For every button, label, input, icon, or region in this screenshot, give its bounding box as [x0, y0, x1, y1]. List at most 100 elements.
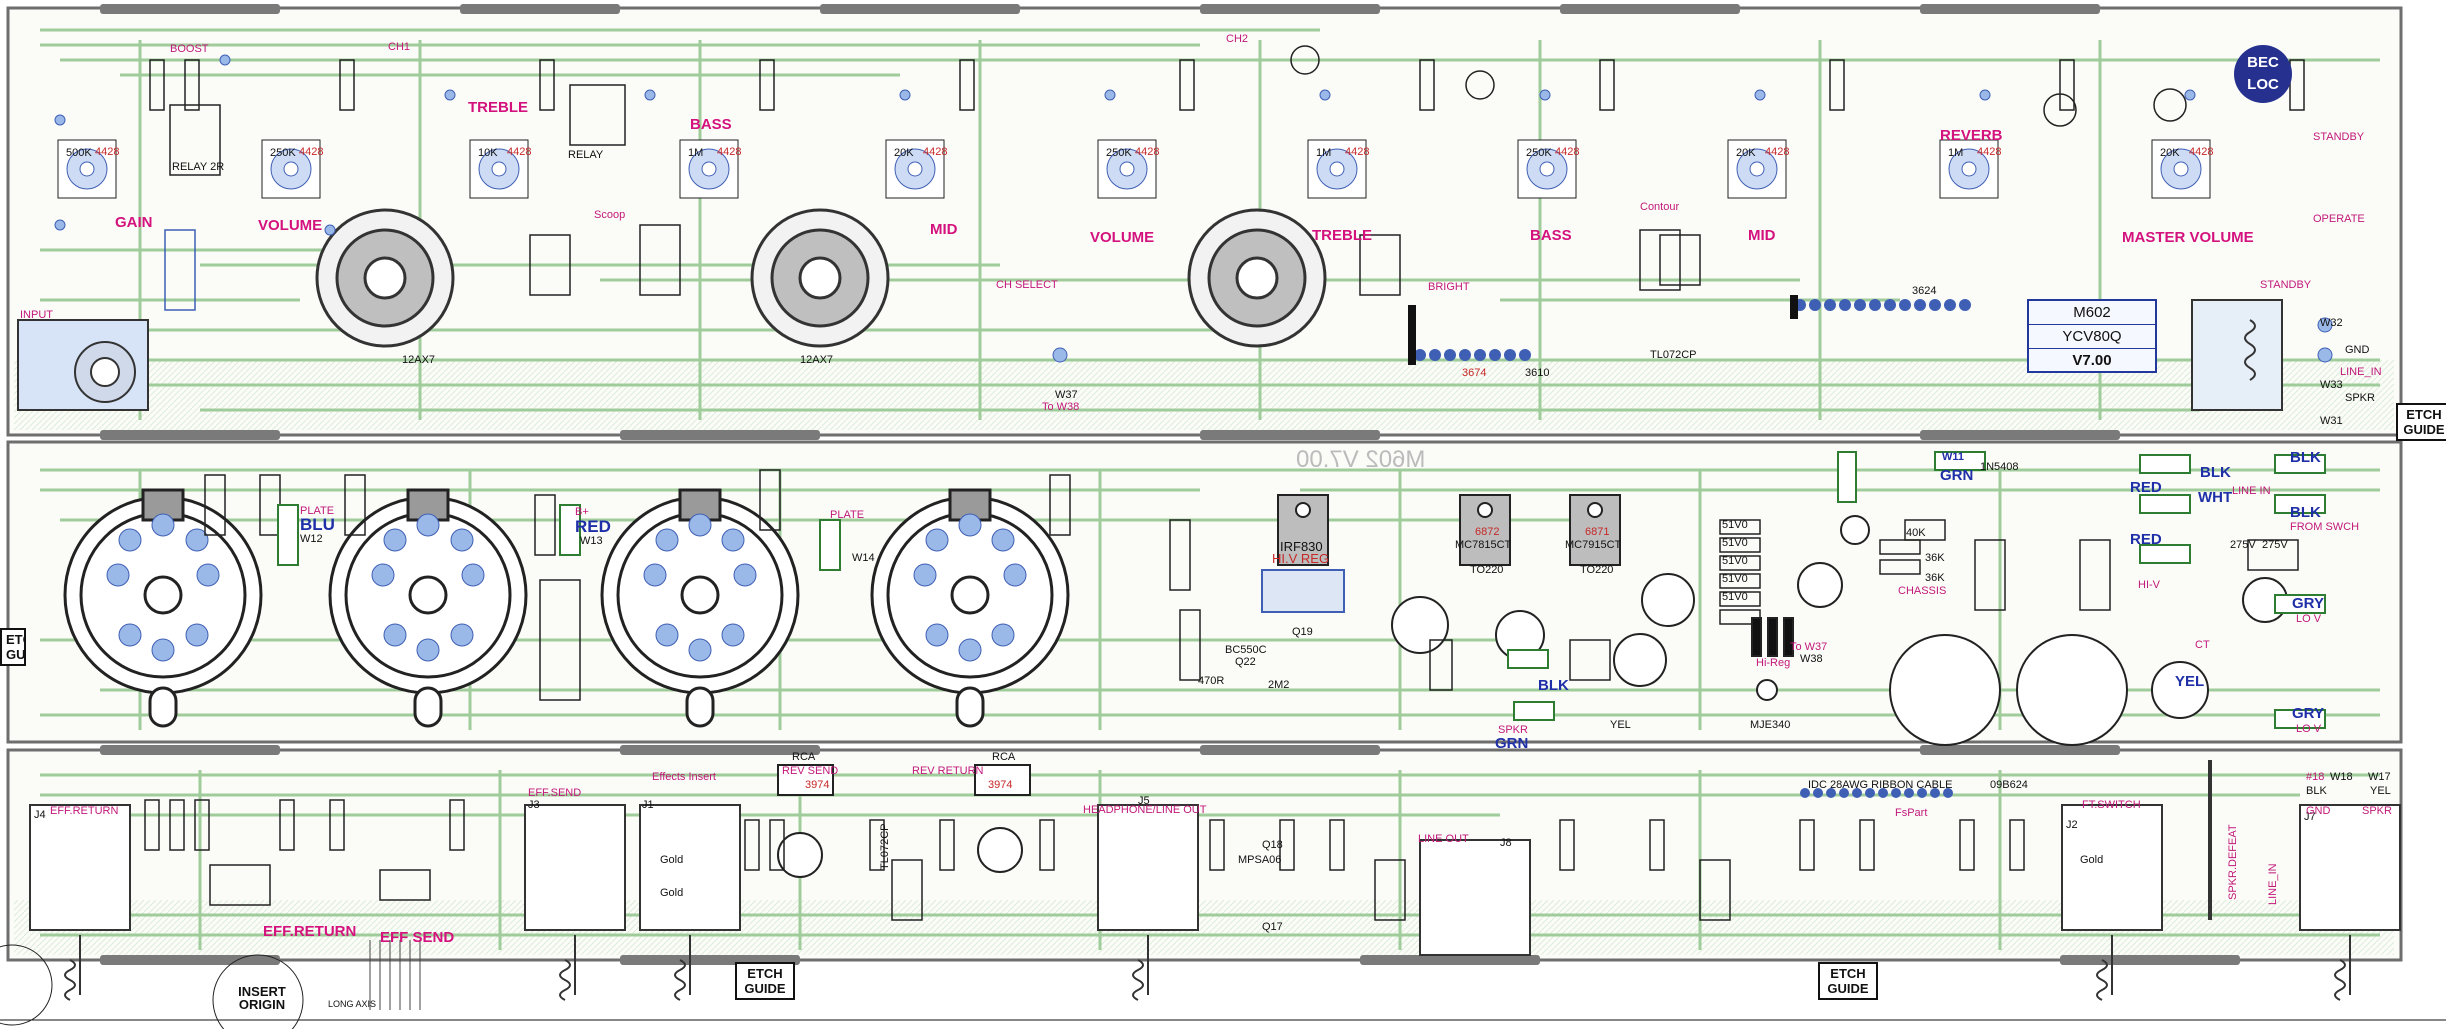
power-tube-pins: [106, 513, 1027, 662]
pot-value-bass: 4428: [717, 146, 742, 158]
pot-treble: [469, 139, 529, 199]
reverb-label: REVERB: [1940, 127, 2003, 144]
w32-label: W32: [2320, 317, 2343, 329]
tube-socket-2: [750, 208, 890, 348]
gold-label-2: Gold: [660, 887, 684, 899]
wire-w11: W11: [1942, 451, 1965, 463]
mid-resistors: [204, 469, 2299, 701]
to-w37-label: To W37: [1790, 641, 1828, 653]
pot-rating-4: 1M: [688, 147, 704, 159]
master-volume-label: MASTER VOLUME: [2122, 229, 2254, 246]
pot-rating-10: 1M: [1948, 147, 1964, 159]
wire-blk-3: BLK: [2290, 504, 2321, 521]
mc7915-regulator: [1569, 494, 1621, 566]
jack-j2: [2061, 804, 2163, 995]
pot-value-reverb: 4428: [1977, 146, 2002, 158]
jack-j8-label: J8: [1500, 837, 1512, 849]
pot-value-volume: 4428: [299, 146, 324, 158]
pot-rating-3: 10K: [478, 147, 498, 159]
wire-wht: WHT: [2198, 489, 2233, 506]
ic-u9-label: TL072CP: [1650, 349, 1697, 361]
mc7915-code: 6871: [1585, 526, 1610, 538]
tl072-label: TL072CP: [879, 823, 891, 870]
treble2-label: TREBLE: [1312, 227, 1372, 244]
pot-rating-2: 250K: [270, 147, 296, 159]
wire-red-2: RED: [2130, 531, 2162, 548]
resistor-2m2: 2M2: [1268, 679, 1290, 691]
pot-treble-2: [1307, 139, 1367, 199]
yel-bottom-label: YEL: [2370, 785, 2391, 797]
jack-j3-label: J3: [528, 799, 540, 811]
mje340-transistor: [1751, 617, 1794, 701]
jack-j7-label: J7: [2304, 811, 2316, 823]
jack-springs: [64, 760, 2346, 1001]
wire-lov2-label: LO V: [2296, 723, 2322, 735]
part-3974-a: 3974: [805, 779, 830, 791]
bass-label: BASS: [690, 116, 732, 133]
headphone-label: HEADPHONE/LINE OUT: [1083, 804, 1207, 816]
etch-guide-left: ETCH GUIDE: [0, 628, 26, 666]
pad-grid: [54, 54, 2333, 363]
tube-socket-1: [315, 208, 455, 348]
to220-label: TO220: [1470, 564, 1504, 576]
board-version: V7.00: [2072, 352, 2112, 369]
hi-v-reg-label: HI.V REG: [1272, 551, 1330, 566]
wire-blk-2: BLK: [2290, 449, 2321, 466]
mc7815-label: MC7815CT: [1455, 539, 1512, 551]
gain-label: GAIN: [115, 214, 153, 231]
header-3610-label: 3610: [1525, 367, 1550, 379]
spkr-defeat-label: SPKR.DEFEAT: [2227, 824, 2239, 900]
standby-label: STANDBY: [2313, 131, 2365, 143]
pot-value-treble: 4428: [507, 146, 532, 158]
wire-grn-1: GRN: [1940, 467, 1974, 484]
standby-switch-label: STANDBY: [2260, 279, 2312, 291]
wire-connectors: [277, 451, 2326, 729]
etch-guide-bottom-2: ETCH GUIDE: [1818, 962, 1878, 1000]
eff-return-big-label: EFF.RETURN: [263, 923, 357, 940]
grn-wire-label: GRN: [1495, 735, 1529, 752]
wire-yel: YEL: [2175, 673, 2205, 690]
bottom-resistors: [144, 799, 2025, 921]
pot-gain: [57, 139, 117, 199]
line-in-label: LINE_IN: [2340, 366, 2382, 378]
q18-label: Q18: [1262, 839, 1283, 851]
ch2-label: CH2: [1226, 33, 1249, 45]
q22-label: Q22: [1235, 656, 1256, 668]
relay-label: RELAY: [568, 149, 604, 161]
jack-j2-label: J2: [2066, 819, 2078, 831]
chassis-label: CHASSIS: [1898, 585, 1947, 597]
relay-2r-label: RELAY 2R: [172, 161, 225, 173]
pot-volume: [261, 139, 321, 199]
irf830-label: IRF830: [1280, 539, 1323, 554]
w14-label: W14: [852, 552, 875, 564]
resistor-36k-b: 36K: [1925, 572, 1945, 584]
gold-label-3: Gold: [2080, 854, 2104, 866]
gnd-label: GND: [2345, 344, 2370, 356]
bottom-jacks: [29, 804, 2401, 995]
ribbon-id-label: 09B624: [1990, 779, 2028, 791]
q19-label: Q19: [1292, 626, 1313, 638]
wire-ct-label: CT: [2195, 639, 2210, 651]
to220b-label: TO220: [1580, 564, 1614, 576]
board-info-box: M602 YCV80Q V7.00: [2027, 299, 2157, 373]
eff-return-label: EFF.RETURN: [50, 805, 119, 817]
ribbon-cable-header: [1800, 788, 1953, 798]
eff-send-big-label: EFF SEND: [380, 929, 455, 946]
w17-label: W17: [2368, 771, 2391, 783]
header-pin-row-3624: [1794, 299, 1971, 311]
fs-part-label: FsPart: [1895, 807, 1928, 819]
zener-2: 51V0: [1722, 537, 1748, 549]
pot-value-mid2: 4428: [1765, 146, 1790, 158]
w31-label: W31: [2320, 415, 2343, 427]
wire-gry-1: GRY: [2292, 595, 2324, 612]
rca-jacks: [777, 764, 1031, 878]
bass2-label: BASS: [1530, 227, 1572, 244]
plate2-label: PLATE: [830, 509, 865, 521]
etch-guide-bottom-1: ETCH GUIDE: [735, 962, 795, 1000]
resistor-40k: 40K: [1906, 527, 1926, 539]
pot-master-volume: [2151, 139, 2211, 199]
volume-label: VOLUME: [258, 217, 323, 234]
pot-rating-7: 1M: [1316, 147, 1332, 159]
wire-from-swch-label: FROM SWCH: [2290, 521, 2360, 533]
